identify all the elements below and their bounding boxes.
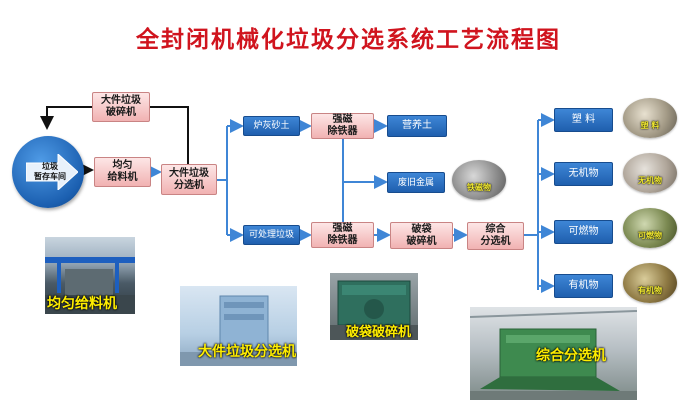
- magnetic-separator-bottom: 强磁 除铁器: [311, 222, 374, 248]
- inorganic-box: 无机物: [554, 162, 613, 186]
- storage-arrow-icon: [26, 154, 78, 190]
- diagram-title: 全封闭机械化垃圾分选系统工艺流程图: [136, 26, 561, 53]
- plastic-thumbnail: 塑 料: [623, 98, 677, 138]
- bag-breaker-photo: 破袋破碎机: [330, 273, 418, 340]
- combined-sorter: 综合 分选机: [467, 222, 524, 250]
- bag-breaker-machine-icon: [330, 280, 418, 340]
- ash-sand-box: 炉灰砂土: [243, 116, 300, 136]
- plastic-caption: 塑 料: [640, 121, 660, 130]
- iron-material-caption: 铁磁物: [467, 183, 491, 192]
- crusher-loop: [40, 106, 189, 177]
- processable-waste-box: 可处理垃圾: [243, 225, 300, 245]
- large-waste-crusher: 大件垃圾 破碎机: [92, 92, 150, 122]
- scrap-metal-box: 废旧金属: [387, 172, 445, 193]
- large-sorter-machine-icon: [180, 295, 297, 366]
- combustible-caption: 可燃物: [638, 231, 662, 240]
- inorganic-thumbnail: 无机物: [623, 153, 677, 193]
- main-flow: [148, 113, 555, 293]
- inorganic-caption: 无机物: [638, 176, 662, 185]
- feeder-photo: 均匀给料机: [45, 237, 135, 314]
- large-waste-sorter: 大件垃圾 分选机: [161, 164, 217, 195]
- combustible-thumbnail: 可燃物: [623, 208, 677, 248]
- combined-sorter-photo-caption: 综合分选机: [536, 348, 606, 364]
- feeder-photo-caption: 均匀给料机: [47, 296, 117, 312]
- bag-breaker-photo-caption: 破袋破碎机: [346, 325, 412, 340]
- storage-label: 垃圾 暂存车间: [34, 162, 66, 181]
- combined-sorter-machine-icon: [470, 310, 637, 400]
- organic-thumbnail: 有机物: [623, 263, 677, 303]
- combustible-box: 可燃物: [554, 220, 613, 244]
- uniform-feeder: 均匀 给料机: [94, 157, 151, 187]
- plastic-box: 塑 料: [554, 108, 613, 132]
- iron-material-thumbnail: 铁磁物: [452, 160, 506, 200]
- organic-box: 有机物: [554, 274, 613, 298]
- nutrient-soil-box: 营养土: [387, 115, 447, 137]
- magnetic-separator-top: 强磁 除铁器: [311, 113, 374, 139]
- large-sorter-photo: 大件垃圾分选机: [180, 286, 297, 366]
- feeder-machine-icon: [45, 257, 135, 314]
- storage-workshop: 垃圾 暂存车间: [12, 136, 84, 208]
- bag-breaking-crusher: 破袋 破碎机: [390, 222, 453, 249]
- combined-sorter-photo: 综合分选机: [470, 307, 637, 400]
- organic-caption: 有机物: [638, 286, 662, 295]
- large-sorter-photo-caption: 大件垃圾分选机: [198, 344, 296, 360]
